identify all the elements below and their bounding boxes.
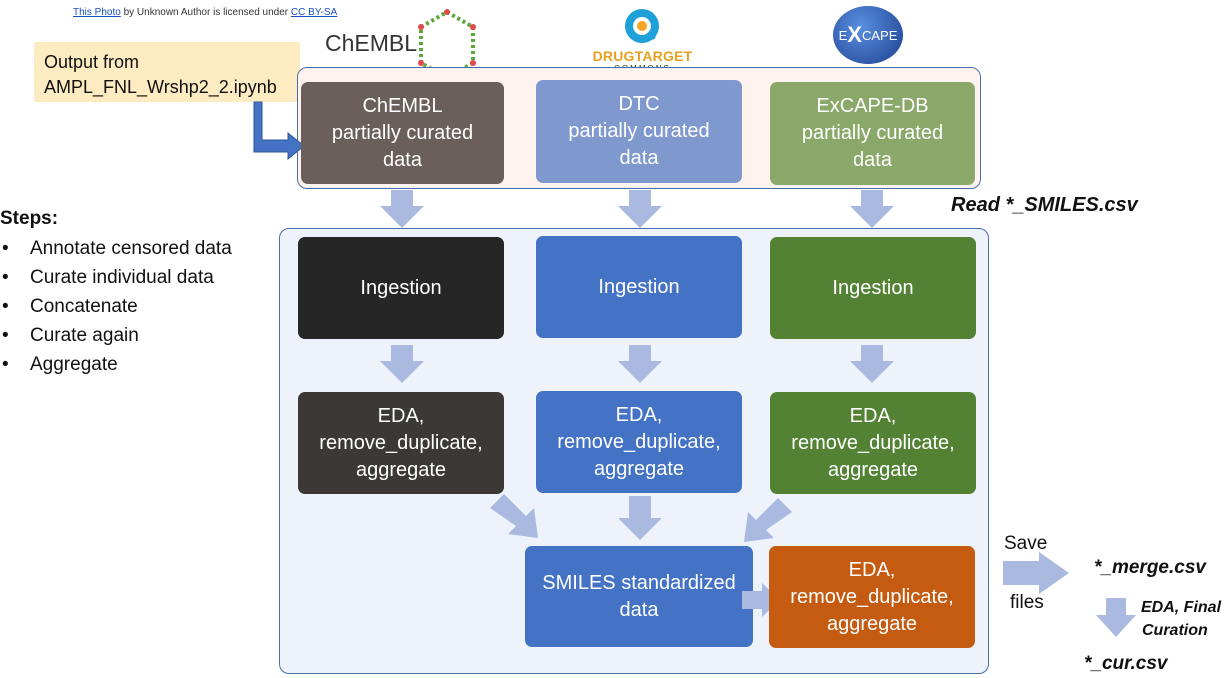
excape-eda-l2: remove_duplicate, <box>791 431 955 454</box>
dtc-eda-box: EDA, remove_duplicate, aggregate <box>536 391 742 493</box>
dtc-eda-l1: EDA, <box>615 403 663 426</box>
dtc-eda-l3: aggregate <box>593 457 685 480</box>
excape-logo-e: E <box>838 27 848 43</box>
dtc-eda-l2: remove_duplicate, <box>557 430 721 453</box>
chembl-eda-box: EDA, remove_duplicate, aggregate <box>298 392 504 494</box>
down-arrow-dtc-1 <box>618 190 662 228</box>
license-link[interactable]: CC BY-SA <box>290 7 338 18</box>
chembl-source-box: ChEMBL partially curated data <box>301 82 504 184</box>
dtc-source-l1: DTC <box>618 93 660 115</box>
final-eda-box: EDA, remove_duplicate, aggregate <box>769 546 975 648</box>
dtc-source-l2: partially curated <box>568 120 710 142</box>
output-note: Output from AMPL_FNL_Wrshp2_2.ipynb <box>34 42 300 102</box>
chembl-logo-text: ChEMBL <box>325 30 418 56</box>
step-item: Concatenate <box>0 294 232 323</box>
credit-text: by Unknown Author is licensed under <box>120 7 291 18</box>
step-item: Annotate censored data <box>0 236 232 265</box>
down-arrow-excape-2 <box>850 345 894 383</box>
down-arrow-excape-1 <box>850 190 894 228</box>
down-arrow-dtc-2 <box>618 345 662 383</box>
cur-file-label: *_cur.csv <box>1084 653 1168 674</box>
photo-link[interactable]: This Photo <box>73 7 121 18</box>
excape-source-l2: partially curated <box>801 122 944 144</box>
diagonal-arrow-chembl <box>490 494 538 538</box>
chembl-eda-l1: EDA, <box>377 404 425 427</box>
chembl-source-l1: ChEMBL <box>362 94 443 117</box>
down-arrow-chembl-2 <box>380 345 424 383</box>
smiles-l1: SMILES standardized <box>542 571 736 594</box>
chembl-ingestion-label: Ingestion <box>360 276 442 299</box>
steps-title: Steps: <box>0 208 59 229</box>
excape-ingestion-label: Ingestion <box>832 276 914 299</box>
step-item: Curate again <box>0 323 232 352</box>
dtc-logo-text: DRUGTARGET <box>592 48 693 64</box>
chembl-source-l2: partially curated <box>331 121 474 144</box>
chembl-source-l3: data <box>383 148 422 171</box>
excape-logo-x: X <box>847 22 862 47</box>
dtc-logo-icon <box>625 9 659 43</box>
dtc-ingestion-box: Ingestion <box>536 236 742 338</box>
output-note-line1: Output from <box>44 52 140 72</box>
dtc-source-box: DTC partially curated data <box>536 80 742 183</box>
final-eda-l1: EDA, <box>848 558 896 581</box>
step-item: Aggregate <box>0 352 232 381</box>
note-to-chembl-arrow <box>253 101 305 161</box>
chembl-ingestion-box: Ingestion <box>298 237 504 339</box>
excape-source-l1: ExCAPE-DB <box>816 95 929 117</box>
files-label: files <box>1010 592 1044 613</box>
down-arrow-chembl-1 <box>380 190 424 228</box>
down-arrow-dtc-3 <box>618 496 662 540</box>
excape-eda-box: EDA, remove_duplicate, aggregate <box>770 392 976 494</box>
excape-logo-rest: CAPE <box>861 27 898 43</box>
excape-source-l3: data <box>853 149 892 171</box>
smiles-standardized-box: SMILES standardized data <box>525 546 753 647</box>
step-item: Curate individual data <box>0 265 232 294</box>
smiles-l2: data <box>619 598 659 621</box>
save-label: Save <box>1004 533 1048 554</box>
final-curation-l2: Curation <box>1142 622 1208 639</box>
save-files-arrow <box>1003 552 1069 594</box>
merge-file-label: *_merge.csv <box>1094 557 1206 578</box>
final-curation-l1: EDA, Final <box>1141 599 1222 616</box>
excape-ingestion-box: Ingestion <box>770 237 976 339</box>
final-eda-l2: remove_duplicate, <box>790 585 954 608</box>
output-note-line2: AMPL_FNL_Wrshp2_2.ipynb <box>44 77 277 97</box>
steps-list: Annotate censored data Curate individual… <box>0 236 232 381</box>
chembl-eda-l2: remove_duplicate, <box>319 431 483 454</box>
excape-source-box: ExCAPE-DB partially curated data <box>770 82 975 185</box>
down-arrow-final-curation <box>1096 598 1136 637</box>
read-smiles-label: Read *_SMILES.csv <box>951 194 1138 216</box>
chembl-eda-l3: aggregate <box>355 458 447 481</box>
diagonal-arrow-excape <box>744 498 792 542</box>
dtc-source-l3: data <box>619 147 659 169</box>
final-curation-label: EDA, Final Curation <box>1141 596 1221 642</box>
excape-eda-l3: aggregate <box>827 458 919 481</box>
final-eda-l3: aggregate <box>826 612 918 635</box>
photo-credit: This Photo by Unknown Author is licensed… <box>73 7 337 18</box>
excape-eda-l1: EDA, <box>849 404 897 427</box>
dtc-ingestion-label: Ingestion <box>598 275 680 298</box>
